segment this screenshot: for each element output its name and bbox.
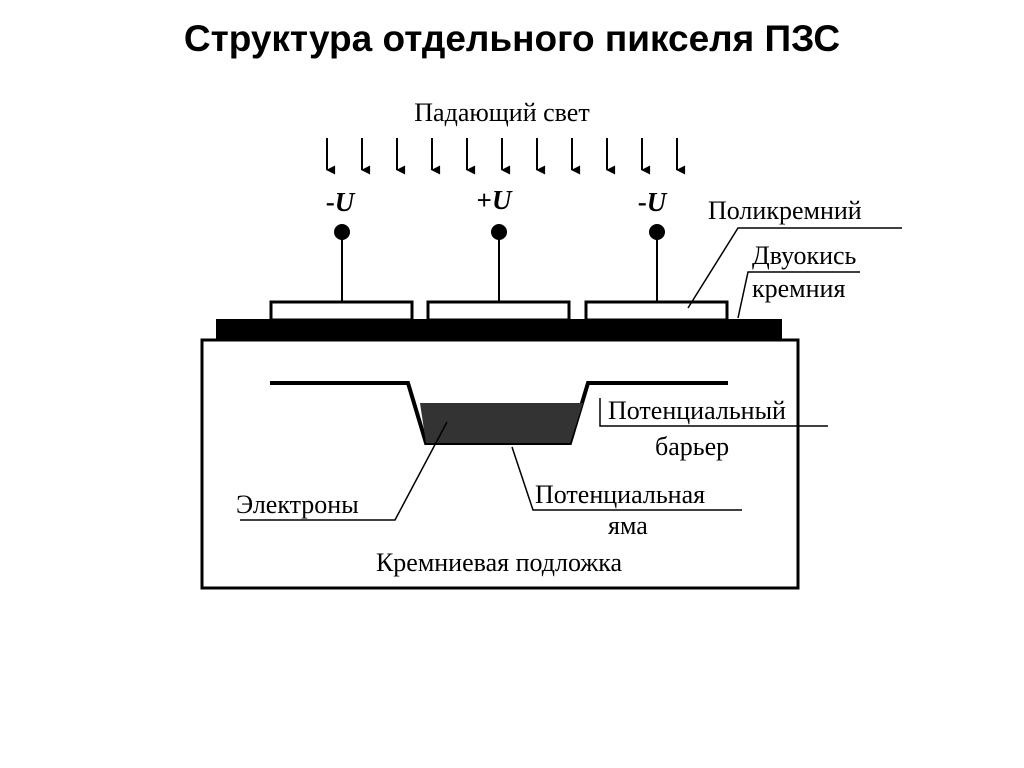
- electrode-3-voltage: -U: [638, 187, 668, 217]
- page-title: Структура отдельного пикселя ПЗС: [183, 18, 841, 59]
- oxide-label-line2: кремния: [752, 274, 845, 303]
- oxide-leader: [737, 271, 860, 319]
- electrode-terminals: [334, 224, 665, 302]
- barrier-label-line2: барьер: [655, 432, 729, 461]
- electrode-2-voltage: +U: [477, 185, 513, 215]
- oxide-label-line1: Двуокись: [752, 241, 857, 270]
- polysilicon-label: Поликремний: [708, 196, 862, 225]
- polysilicon-gates: [269, 300, 729, 322]
- electrode-1-voltage: -U: [326, 187, 356, 217]
- leader-lines: [240, 227, 902, 521]
- incident-light-label: Падающий свет: [414, 98, 589, 127]
- gate-electrode: [584, 300, 729, 322]
- barrier-label-line1: Потенциальный: [608, 396, 786, 425]
- gate-electrode: [269, 300, 414, 322]
- well-label-line1: Потенциальная: [535, 480, 705, 509]
- well-leader: [511, 446, 742, 511]
- oxide-layer: [216, 319, 782, 339]
- gate-electrode: [426, 300, 571, 322]
- well-label-line2: яма: [608, 511, 648, 540]
- electrons-leader: [240, 421, 448, 521]
- barrier-leader: [599, 398, 828, 427]
- light-arrows: [326, 138, 686, 175]
- substrate-label: Кремниевая подложка: [376, 548, 623, 577]
- electrons-label: Электроны: [236, 490, 359, 519]
- polysilicon-leader: [687, 227, 902, 309]
- potential-well-electrons: [420, 403, 583, 443]
